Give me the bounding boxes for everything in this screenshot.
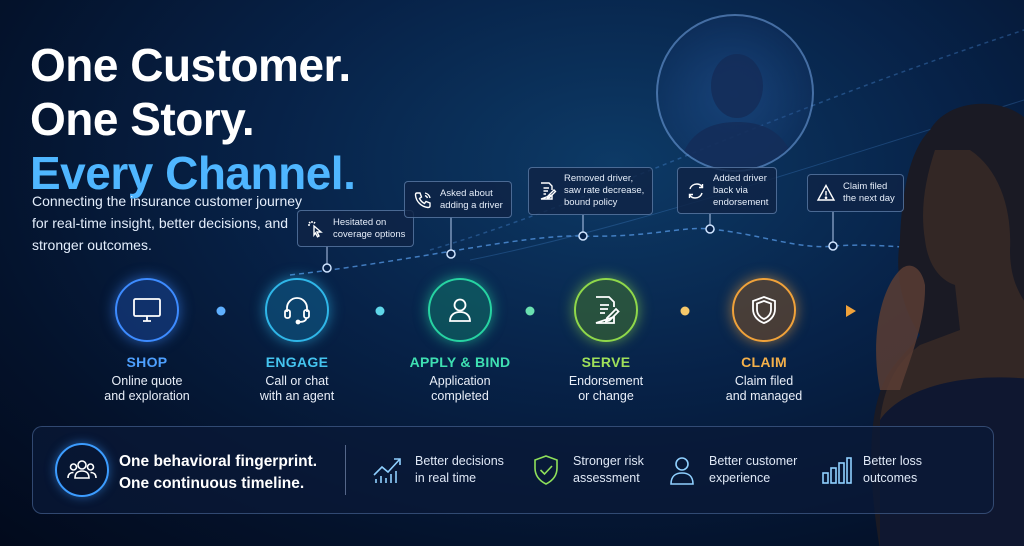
stage-title: SHOP — [126, 354, 168, 370]
stage-serve[interactable]: SERVE Endorsement or change — [536, 278, 676, 404]
headset-icon — [284, 297, 310, 325]
stage-title: APPLY & BIND — [409, 354, 511, 370]
stage-engage[interactable]: ENGAGE Call or chat with an agent — [227, 278, 367, 404]
annotation-claim-filed: Claim filed the next day — [807, 174, 904, 212]
fingerprint-line-2: One continuous timeline. — [119, 475, 305, 492]
annotation-removed-driver: Removed driver, saw rate decrease, bound… — [528, 167, 654, 215]
shield-check-icon — [534, 455, 558, 485]
warning-icon — [816, 184, 836, 201]
connector-dot — [705, 224, 715, 234]
monitor-icon — [133, 298, 161, 322]
stage-title: SERVE — [581, 354, 631, 370]
bar-chart-icon — [822, 457, 852, 484]
stage-icon-circle — [265, 278, 329, 342]
timeline-dot — [216, 306, 226, 316]
stage-icon-circle — [732, 278, 796, 342]
customer-silhouette — [656, 14, 814, 172]
annotation-text: Hesitated on coverage options — [333, 216, 406, 240]
connector-dot — [446, 249, 456, 259]
connector-dot — [828, 241, 838, 251]
subtitle: Connecting the insurance customer journe… — [32, 193, 303, 253]
stage-desc: Call or chat with an agent — [259, 374, 335, 403]
headline-line-3: Every Channel. — [30, 147, 356, 199]
user-icon — [449, 298, 471, 322]
annotation-asked: Asked about adding a driver — [404, 181, 512, 218]
person-silhouette-icon — [678, 54, 796, 170]
stage-desc: Online quote and exploration — [104, 374, 190, 403]
annotation-added-driver: Added driver back via endorsement — [677, 167, 778, 214]
benefit-text: Stronger risk assessment — [573, 454, 644, 485]
fingerprint-line-1: One behavioral fingerprint. — [119, 453, 318, 470]
stage-desc: Application completed — [429, 374, 491, 403]
annotation-text: Claim filed the next day — [843, 181, 895, 204]
connector-dot — [578, 231, 588, 241]
stage-desc: Claim filed and managed — [725, 374, 803, 403]
benefits-bar: One behavioral fingerprint. One continuo… — [32, 426, 994, 514]
stage-title: CLAIM — [741, 354, 787, 370]
stage-claim[interactable]: CLAIM Claim filed and managed — [694, 278, 834, 404]
divider — [345, 445, 346, 495]
fingerprint-text: One behavioral fingerprint. One continuo… — [119, 451, 317, 495]
annotation-text: Removed driver, saw rate decrease, bound… — [564, 173, 645, 208]
stage-icon-circle — [574, 278, 638, 342]
shield-icon — [752, 296, 776, 324]
stage-shop[interactable]: SHOP Online quote and exploration — [77, 278, 217, 404]
timeline-dot — [375, 306, 385, 316]
benefit-stronger-risk: Stronger risk assessment — [529, 453, 644, 487]
headline-line-2: One Story. — [30, 93, 255, 145]
stage-apply-bind[interactable]: APPLY & BIND Application completed — [390, 278, 530, 404]
annotation-text: Asked about adding a driver — [440, 187, 503, 211]
refresh-icon — [688, 182, 704, 199]
connector-dot — [322, 263, 332, 273]
trend-chart-icon — [373, 458, 401, 483]
benefit-better-decisions: Better decisions in real time — [371, 453, 504, 487]
benefit-text: Better customer experience — [709, 454, 798, 485]
timeline-dot — [525, 306, 535, 316]
stage-desc: Endorsement or change — [568, 374, 644, 403]
benefit-loss-outcomes: Better loss outcomes — [819, 453, 922, 487]
phone-icon — [414, 191, 431, 208]
person-icon — [670, 457, 694, 485]
annotation-hesitated: Hesitated on coverage options — [297, 210, 415, 247]
document-edit-icon — [595, 296, 620, 324]
benefit-text: Better decisions in real time — [415, 454, 504, 485]
cursor-click-icon — [308, 220, 323, 238]
annotation-text: Added driver back via endorsement — [713, 172, 769, 208]
benefit-customer-experience: Better customer experience — [665, 453, 797, 487]
headline: One Customer. One Story. Every Channel. — [30, 38, 356, 200]
headline-line-1: One Customer. — [30, 39, 351, 91]
timeline-dot — [680, 306, 690, 316]
stage-icon-circle — [428, 278, 492, 342]
stage-icon-circle — [115, 278, 179, 342]
document-edit-icon — [540, 182, 557, 200]
stage-title: ENGAGE — [265, 354, 329, 370]
fingerprint-badge — [55, 443, 109, 497]
group-icon — [67, 460, 97, 479]
benefit-text: Better loss outcomes — [863, 454, 923, 485]
